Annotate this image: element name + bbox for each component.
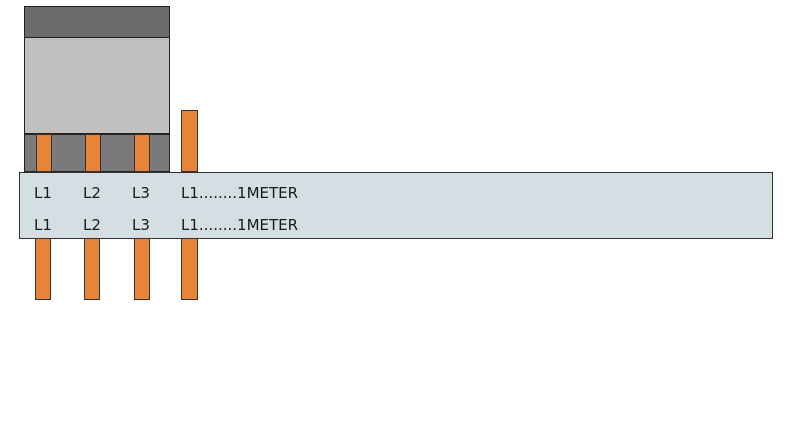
busbar-label: L1 (34, 216, 52, 234)
busbar-strip: L1 L2 L3 L1........1METER L1 L2 L3 L1...… (19, 172, 773, 239)
breaker-cap (24, 6, 170, 38)
conductor-l2-upper (85, 134, 101, 172)
busbar-label: L2 (83, 216, 101, 234)
busbar-label: L1........1METER (181, 216, 299, 234)
busbar-label: L1........1METER (181, 184, 299, 202)
busbar-label: L3 (132, 216, 150, 234)
conductor-l3-upper (134, 134, 150, 172)
conductor-extension-lower (181, 238, 198, 300)
breaker-body (24, 38, 170, 134)
conductor-l3-lower (134, 238, 150, 300)
conductor-l2-lower (84, 238, 100, 300)
busbar-label: L2 (83, 184, 101, 202)
conductor-l1-upper (36, 134, 52, 172)
conductor-l1-lower (35, 238, 51, 300)
conductor-extension-upper (181, 110, 198, 172)
busbar-label: L3 (132, 184, 150, 202)
busbar-label: L1 (34, 184, 52, 202)
